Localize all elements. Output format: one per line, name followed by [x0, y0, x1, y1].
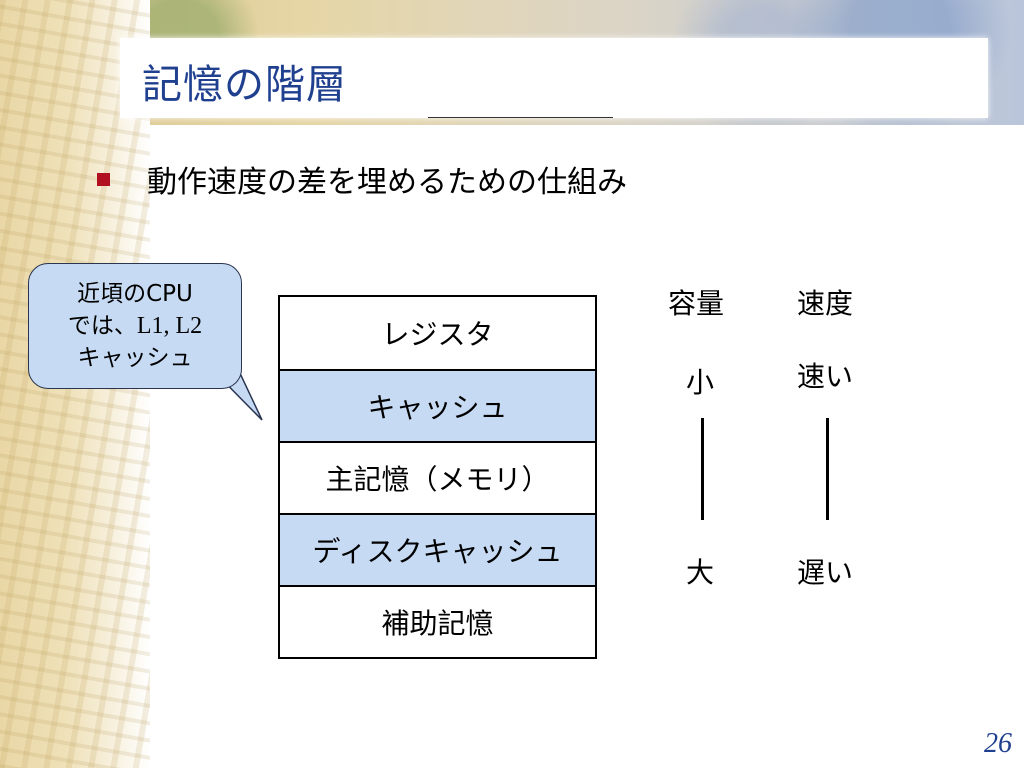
- callout-bubble: 近頃のCPU では、L1, L2 キャッシュ: [28, 263, 242, 389]
- slide-title: 記憶の階層: [142, 62, 347, 108]
- title-underline: [428, 117, 613, 118]
- title-panel: [120, 38, 988, 118]
- layer-main-memory: 主記憶（メモリ）: [280, 441, 595, 513]
- bullet-text: 動作速度の差を埋めるための仕組み: [147, 165, 627, 200]
- callout-line-1: 近頃のCPU: [77, 281, 193, 307]
- page-number: 26: [984, 728, 1012, 759]
- callout-line-2-cache-levels: L1, L2: [136, 313, 203, 339]
- speed-axis-line: [826, 418, 829, 520]
- layer-cache: キャッシュ: [280, 369, 595, 441]
- capacity-small: 小: [686, 366, 715, 399]
- layer-disk-cache: ディスクキャッシュ: [280, 513, 595, 585]
- speed-slow: 遅い: [797, 556, 854, 589]
- bullet-square-icon: [97, 173, 110, 186]
- speed-header: 速度: [797, 287, 854, 320]
- callout-line-2: では、L1, L2: [68, 310, 202, 342]
- speed-fast: 速い: [797, 360, 854, 393]
- layer-secondary-storage: 補助記憶: [280, 585, 595, 657]
- callout-line-3: キャッシュ: [77, 345, 193, 371]
- capacity-axis-line: [701, 418, 704, 520]
- callout-line-2-prefix: では、: [67, 313, 137, 339]
- layer-register: レジスタ: [280, 297, 595, 369]
- capacity-large: 大: [686, 556, 715, 589]
- capacity-header: 容量: [668, 287, 725, 320]
- memory-hierarchy-stack: レジスタ キャッシュ 主記憶（メモリ） ディスクキャッシュ 補助記憶: [278, 295, 597, 659]
